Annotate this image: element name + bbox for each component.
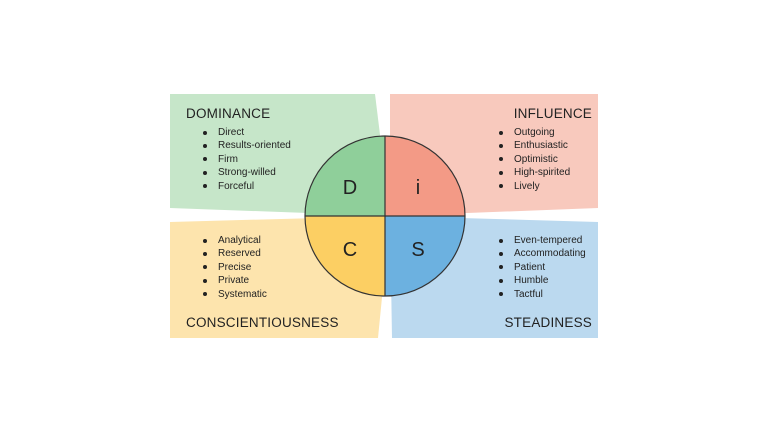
list-item: Private [203, 274, 267, 287]
s-quadrant [385, 216, 465, 296]
c-letter: C [342, 239, 358, 261]
list-item: Patient [499, 261, 586, 274]
list-item: Even-tempered [499, 234, 586, 247]
list-item: Firm [203, 153, 291, 166]
i-quadrant [385, 136, 465, 216]
list-item: Reserved [203, 247, 267, 260]
dominance-title: DOMINANCE [186, 106, 271, 121]
influence-title: INFLUENCE [513, 106, 592, 121]
list-item: Systematic [203, 288, 267, 301]
list-item: Optimistic [499, 153, 570, 166]
d-letter: D [342, 177, 358, 199]
list-item: Results-oriented [203, 139, 291, 152]
list-item: Lively [499, 180, 570, 193]
steadiness-traits: Even-tempered Accommodating Patient Humb… [499, 234, 586, 301]
list-item: Forceful [203, 180, 291, 193]
influence-traits: Outgoing Enthusiastic Optimistic High-sp… [499, 126, 570, 193]
list-item: High-spirited [499, 166, 570, 179]
c-quadrant [305, 216, 385, 296]
s-letter: S [411, 239, 425, 261]
list-item: Strong-willed [203, 166, 291, 179]
d-quadrant [305, 136, 385, 216]
list-item: Precise [203, 261, 267, 274]
steadiness-title: STEADINESS [504, 315, 592, 330]
list-item: Enthusiastic [499, 139, 570, 152]
list-item: Analytical [203, 234, 267, 247]
list-item: Tactful [499, 288, 586, 301]
i-letter: i [415, 177, 421, 199]
list-item: Humble [499, 274, 586, 287]
dominance-traits: Direct Results-oriented Firm Strong-will… [203, 126, 291, 193]
conscientiousness-title: CONSCIENTIOUSNESS [186, 315, 339, 330]
list-item: Outgoing [499, 126, 570, 139]
list-item: Direct [203, 126, 291, 139]
list-item: Accommodating [499, 247, 586, 260]
conscientiousness-traits: Analytical Reserved Precise Private Syst… [203, 234, 267, 301]
